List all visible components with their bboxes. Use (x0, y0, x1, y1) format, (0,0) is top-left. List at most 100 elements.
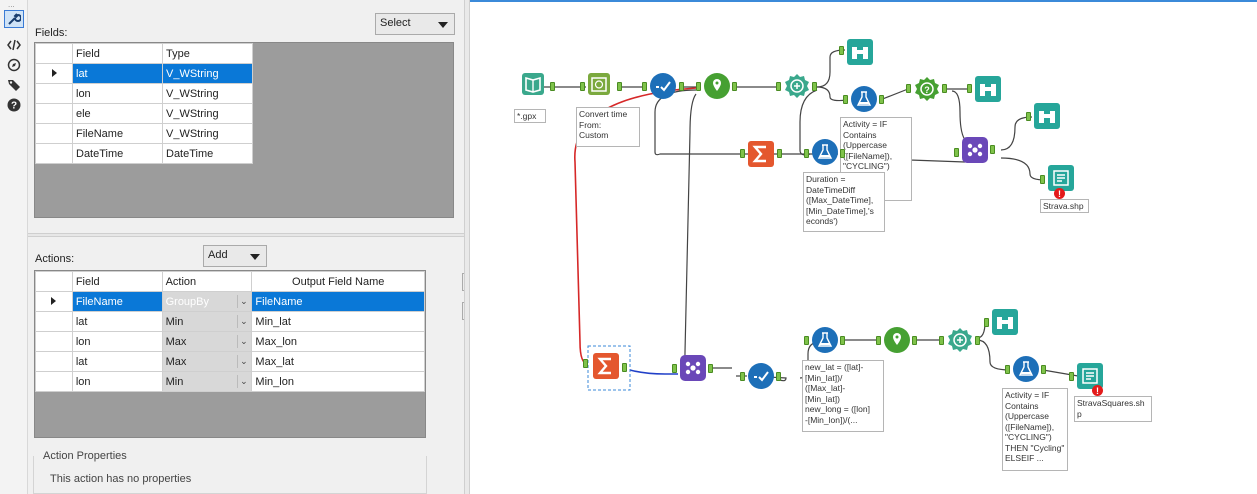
table-row[interactable]: FileName V_WString (35, 123, 253, 144)
output-anchor[interactable] (840, 149, 845, 158)
input-anchor[interactable] (876, 336, 881, 345)
input-anchor[interactable] (967, 84, 972, 93)
output-anchor[interactable] (990, 145, 995, 154)
input-anchor[interactable] (1069, 372, 1074, 381)
add-dropdown[interactable]: Add (203, 245, 267, 267)
output-anchor[interactable] (942, 84, 947, 93)
output-anchor[interactable] (812, 82, 817, 91)
selected-output-connection[interactable] (629, 369, 678, 375)
table-row[interactable]: ele V_WString (35, 103, 253, 124)
output-cell[interactable]: Max_lat (251, 351, 425, 372)
input-anchor[interactable] (954, 148, 959, 157)
row-selector[interactable] (35, 123, 73, 144)
error-icon[interactable]: ! (1054, 188, 1065, 199)
browse-tool-icon[interactable] (992, 309, 1018, 335)
unique-tool-icon[interactable] (947, 327, 973, 353)
row-selector[interactable] (35, 331, 73, 352)
row-selector[interactable] (35, 143, 73, 164)
output-anchor[interactable] (550, 82, 555, 91)
output-anchor[interactable] (708, 364, 713, 373)
row-selector[interactable] (35, 103, 73, 124)
column-header-output[interactable]: Output Field Name (251, 271, 425, 292)
input-anchor[interactable] (672, 364, 677, 373)
table-row[interactable]: lon Max⌄ Max_lon (35, 331, 425, 352)
row-selector[interactable] (35, 311, 73, 332)
row-selector[interactable] (35, 63, 73, 84)
help-icon[interactable]: ? (4, 96, 24, 114)
input-anchor[interactable] (696, 82, 701, 91)
output-anchor[interactable] (777, 149, 782, 158)
panel-splitter[interactable] (28, 233, 464, 237)
row-selector[interactable] (35, 371, 73, 392)
output-data-icon[interactable] (1048, 165, 1074, 191)
column-header-field[interactable]: Field (72, 43, 163, 64)
chevron-down-icon[interactable]: ⌄ (237, 295, 249, 308)
formula-tool-icon[interactable] (812, 139, 838, 165)
output-anchor[interactable] (912, 336, 917, 345)
input-anchor[interactable] (583, 359, 588, 368)
field-cell[interactable]: lat (71, 351, 163, 372)
input-anchor[interactable] (1005, 365, 1010, 374)
type-cell[interactable]: V_WString (162, 103, 253, 124)
action-select[interactable]: Min⌄ (161, 311, 253, 332)
input-data-icon[interactable] (522, 73, 548, 99)
join-tool-icon[interactable] (962, 137, 988, 163)
output-cell[interactable]: Min_lat (251, 311, 425, 332)
input-anchor[interactable] (804, 149, 809, 158)
output-cell[interactable]: FileName (251, 291, 425, 312)
table-row[interactable]: lat Min⌄ Min_lat (35, 311, 425, 332)
test-tool-icon[interactable]: ? (914, 76, 940, 102)
chevron-down-icon[interactable]: ⌄ (237, 375, 249, 388)
input-anchor[interactable] (776, 82, 781, 91)
field-cell[interactable]: DateTime (72, 143, 163, 164)
output-anchor[interactable] (679, 82, 684, 91)
select-dropdown[interactable]: Select (375, 13, 455, 35)
field-cell[interactable]: ele (72, 103, 163, 124)
input-anchor[interactable] (843, 95, 848, 104)
table-row[interactable]: lon Min⌄ Min_lon (35, 371, 425, 392)
datetime-tool-icon[interactable] (588, 73, 614, 99)
input-anchor[interactable] (740, 149, 745, 158)
output-anchor[interactable] (732, 82, 737, 91)
summarize-tool-icon[interactable] (593, 353, 619, 379)
output-anchor[interactable] (776, 372, 781, 381)
select-tool-icon[interactable] (748, 363, 774, 389)
type-cell[interactable]: DateTime (162, 143, 253, 164)
column-header-action[interactable]: Action (161, 271, 253, 292)
input-anchor[interactable] (839, 46, 844, 55)
type-cell[interactable]: V_WString (162, 63, 253, 84)
table-row[interactable]: DateTime DateTime (35, 143, 253, 164)
error-icon[interactable]: ! (1092, 385, 1103, 396)
code-icon[interactable] (4, 36, 24, 54)
field-cell[interactable]: lat (71, 311, 163, 332)
table-row[interactable]: lat Max⌄ Max_lat (35, 351, 425, 372)
field-cell[interactable]: FileName (72, 123, 163, 144)
row-selector[interactable] (35, 83, 73, 104)
output-cell[interactable]: Min_lon (251, 371, 425, 392)
table-row[interactable]: FileName GroupBy⌄ FileName (35, 291, 425, 312)
spatial-info-icon[interactable] (884, 327, 910, 353)
selected-connection-line[interactable] (574, 87, 697, 365)
row-selector[interactable] (35, 351, 73, 372)
browse-tool-icon[interactable] (847, 39, 873, 65)
column-header-field[interactable]: Field (71, 271, 163, 292)
input-anchor[interactable] (939, 336, 944, 345)
chevron-down-icon[interactable]: ⌄ (237, 355, 249, 368)
input-anchor[interactable] (642, 82, 647, 91)
output-anchor[interactable] (840, 336, 845, 345)
formula-tool-icon[interactable] (851, 86, 877, 112)
type-cell[interactable]: V_WString (162, 123, 253, 144)
chevron-down-icon[interactable]: ⌄ (237, 315, 249, 328)
type-cell[interactable]: V_WString (162, 83, 253, 104)
formula-tool-icon[interactable] (812, 327, 838, 353)
compass-icon[interactable] (4, 56, 24, 74)
input-anchor[interactable] (740, 372, 745, 381)
output-anchor[interactable] (622, 363, 627, 372)
output-anchor[interactable] (1041, 365, 1046, 374)
table-row[interactable]: lat V_WString (35, 63, 253, 84)
row-selector[interactable] (35, 291, 73, 312)
input-anchor[interactable] (984, 318, 989, 327)
field-cell[interactable]: lat (72, 63, 163, 84)
summarize-tool-icon[interactable] (748, 141, 774, 167)
action-select[interactable]: Max⌄ (161, 331, 253, 352)
